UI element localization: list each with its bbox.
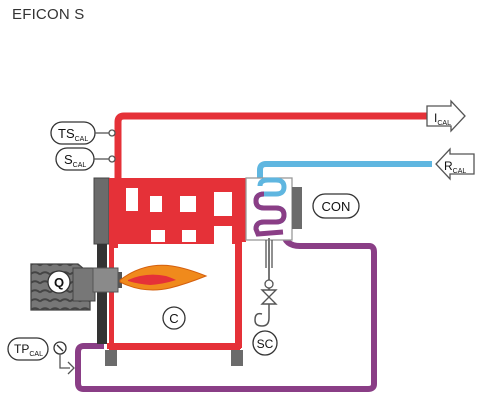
sc-label: SC <box>257 337 274 351</box>
i-cal-arrow <box>426 99 466 133</box>
supply-pipe <box>114 112 432 178</box>
return-pipe <box>257 161 432 186</box>
boiler-left-panel <box>93 177 110 245</box>
c-marker <box>162 306 186 330</box>
tp-cal-badge <box>7 337 49 361</box>
ts-cal-label: TSCAL <box>58 126 88 143</box>
boiler-leg-right <box>231 350 243 366</box>
siphon <box>254 304 270 327</box>
r-cal-label: RCAL <box>444 159 466 175</box>
diagram-title: EFICON S <box>12 6 85 23</box>
s-cal-label: SCAL <box>64 152 86 169</box>
condensate-loop-pipe <box>75 231 377 392</box>
con-label: CON <box>322 199 351 214</box>
c-label: C <box>169 311 178 326</box>
drain-valve <box>260 289 278 305</box>
burner-tube <box>92 267 119 293</box>
r-cal-arrow <box>435 147 475 181</box>
tp-cal-label: TPCAL <box>14 342 43 358</box>
boiler-leg-left <box>105 350 117 366</box>
q-label: Q <box>54 275 64 290</box>
q-marker <box>47 270 71 294</box>
con-badge <box>312 193 360 219</box>
sc-marker <box>252 330 278 356</box>
combustion-chamber <box>114 244 235 346</box>
i-cal-label: ICAL <box>434 111 451 127</box>
